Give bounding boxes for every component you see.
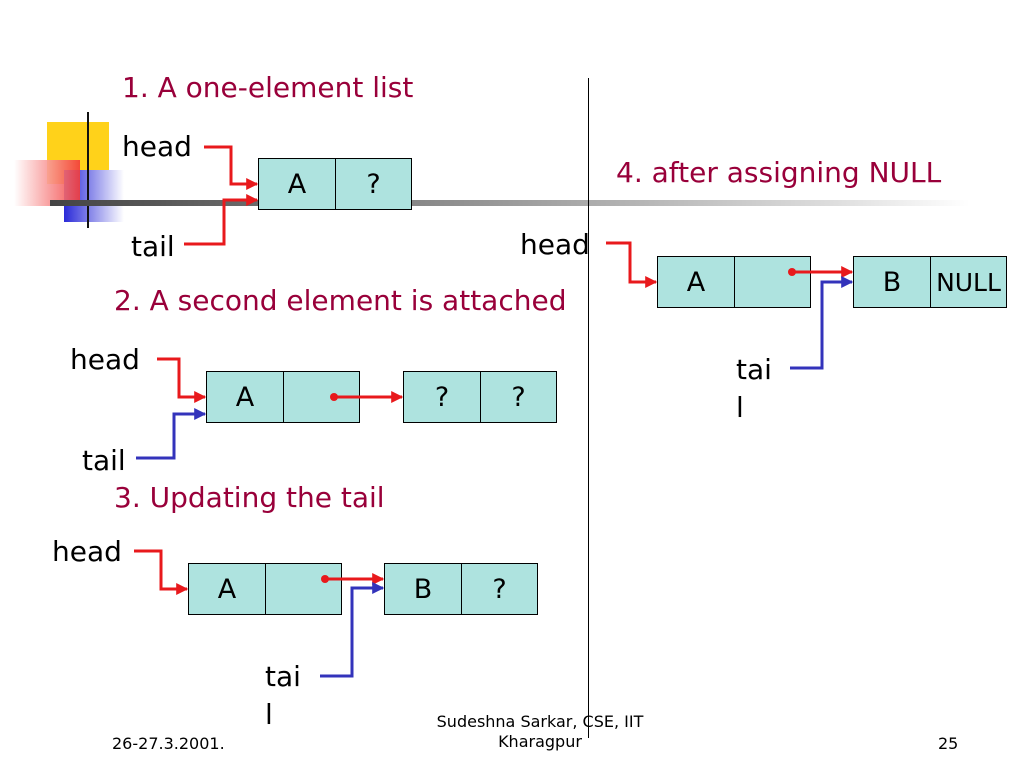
step2-node-new: ? ? [403,371,557,423]
node-next-cell [265,564,341,614]
step1-title: 1. A one-element list [122,71,414,104]
footer-page-number: 25 [938,734,959,753]
step1-node-a: A ? [258,158,412,210]
footer-date: 26-27.3.2001. [112,734,225,753]
node-data-cell: A [686,266,706,298]
step4-pointer-dot [788,268,796,276]
step3-node-b: B ? [384,563,538,615]
step4-head-arrow [606,241,658,288]
deco-horizontal-rule [50,200,970,206]
step4-tail-label-line2: l [736,391,744,424]
divider-line [588,78,589,738]
step3-tail-label-line1: tai [265,660,301,693]
node-data-cell: B [882,266,902,298]
step1-tail-label: tail [131,230,175,263]
node-next-cell [283,372,359,422]
footer-author-line2: Kharagpur [498,732,582,751]
node-next-cell: ? [335,159,411,209]
step4-title: 4. after assigning NULL [616,156,942,189]
step4-tail-arrow [790,276,854,370]
step4-node-b: B NULL [853,256,1007,308]
node-next-cell: ? [461,564,537,614]
step2-pointer-dot [330,393,338,401]
step3-pointer-dot [321,575,329,583]
step4-head-label: head [520,228,590,261]
step2-tail-label: tail [82,444,126,477]
node-next-cell: ? [480,372,556,422]
deco-red-block [14,160,80,206]
step2-title: 2. A second element is attached [114,284,567,317]
footer-author: Sudeshna Sarkar, CSE, IIT Kharagpur [410,712,670,752]
node-next-cell [734,257,810,307]
node-next-cell: NULL [930,257,1006,307]
node-data-cell: A [287,168,307,200]
node-data-cell: ? [434,381,450,413]
step3-head-arrow [134,549,189,595]
step1-tail-arrow [184,194,259,246]
step2-head-label: head [70,343,140,376]
node-data-cell: B [413,573,433,605]
footer-author-line1: Sudeshna Sarkar, CSE, IIT [436,712,644,731]
step2-head-arrow [157,357,207,403]
node-data-cell: A [235,381,255,413]
step3-tail-arrow [320,582,385,678]
step4-node-a: A [657,256,811,308]
step1-head-arrow [204,145,259,190]
deco-vertical-line [87,112,89,228]
step3-tail-label-line2: l [265,698,273,731]
step3-title: 3. Updating the tail [114,481,385,514]
step3-head-label: head [52,535,122,568]
step1-head-label: head [122,130,192,163]
step2-tail-arrow [136,408,207,460]
node-data-cell: A [217,573,237,605]
step4-tail-label-line1: tai [736,353,772,386]
step3-node-a: A [188,563,342,615]
